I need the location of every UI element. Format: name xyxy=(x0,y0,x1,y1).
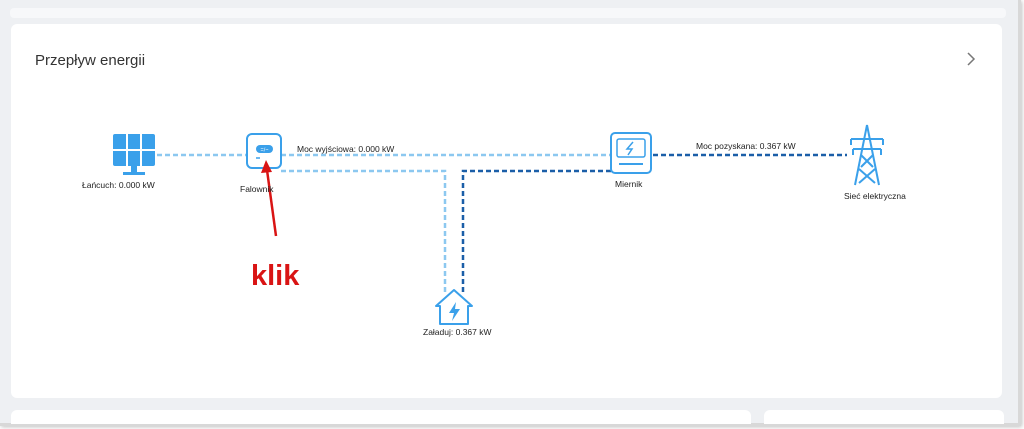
flow-meter-load xyxy=(461,169,611,294)
chevron-right-icon[interactable] xyxy=(962,50,980,68)
flow-lines-light xyxy=(157,153,611,294)
output-power-label: Moc wyjściowa: 0.000 kW xyxy=(297,144,395,154)
energy-flow-card: Przepływ energii xyxy=(11,24,1002,398)
inverter-icon[interactable]: =/~ xyxy=(246,133,282,169)
grid-label: Sieć elektryczna xyxy=(844,191,906,201)
annotation-arrow xyxy=(261,160,278,237)
meter-label: Miernik xyxy=(615,179,643,189)
solar-label: Łańcuch: 0.000 kW xyxy=(82,180,155,190)
card-title: Przepływ energii xyxy=(35,52,146,69)
home-load-icon[interactable] xyxy=(435,289,473,325)
power-tower-icon[interactable] xyxy=(850,124,884,186)
svg-text:=/~: =/~ xyxy=(261,148,269,154)
flow-inverter-load xyxy=(281,169,447,294)
flow-lines-dark xyxy=(461,153,847,294)
meter-icon[interactable] xyxy=(610,132,652,174)
gained-power-label: Moc pozyskana: 0.367 kW xyxy=(696,141,796,151)
bottom-card-right xyxy=(764,410,1004,424)
energy-flow-diagram: =/~ xyxy=(113,124,884,325)
load-label: Załaduj: 0.367 kW xyxy=(423,327,492,337)
bottom-card-left xyxy=(11,410,751,424)
annotation-text: klik xyxy=(251,260,300,292)
solar-panel-icon[interactable] xyxy=(113,134,155,175)
top-card-edge xyxy=(10,8,1006,18)
inverter-label: Falownik xyxy=(240,184,274,194)
